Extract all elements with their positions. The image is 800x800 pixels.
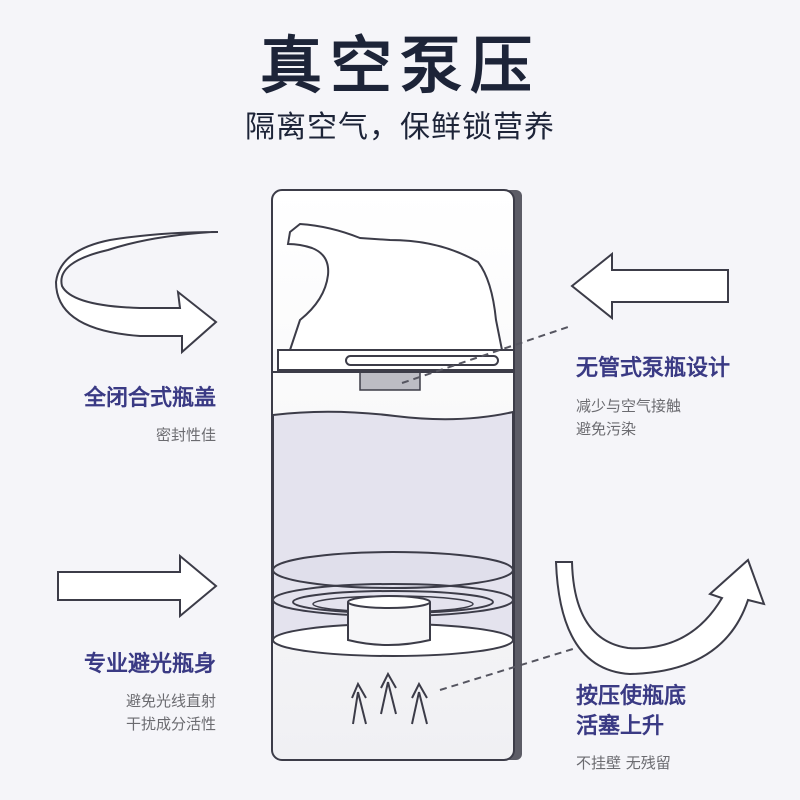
piston-top — [272, 551, 514, 589]
feature-desc-piston-rise: 不挂壁 无残留 — [576, 754, 671, 772]
feature-desc-closed-cap: 密封性佳 — [155, 426, 216, 444]
feature-desc-lightproof-body-1: 避免光线直射 — [125, 692, 216, 710]
pump-head-icon — [286, 222, 504, 351]
feature-desc-lightproof-body-2: 干扰成分活性 — [125, 715, 216, 733]
connector-top — [401, 326, 569, 384]
feature-title-closed-cap: 全闭合式瓶盖 — [83, 386, 216, 411]
arrow-right-icon — [57, 553, 218, 619]
valve-block — [359, 371, 421, 391]
page-title: 真空泵压 — [259, 29, 540, 102]
feature-desc-tubeless-pump-1: 减少与空气接触 — [576, 397, 682, 415]
feature-title-lightproof-body: 专业避光瓶身 — [83, 652, 216, 677]
feature-title-piston-rise-1: 按压使瓶底 — [576, 684, 687, 709]
feature-desc-tubeless-pump-2: 避免污染 — [576, 420, 637, 438]
feature-title-tubeless-pump: 无管式泵瓶设计 — [576, 356, 731, 381]
piston-plug — [347, 602, 431, 646]
arrow-left-icon — [570, 251, 729, 321]
curved-arrow-right-icon — [54, 231, 219, 355]
page-subtitle: 隔离空气，保鲜锁营养 — [245, 110, 555, 145]
push-up-arrows-icon — [351, 671, 428, 725]
u-turn-arrow-up-icon — [554, 558, 766, 676]
feature-title-piston-rise-2: 活塞上升 — [576, 714, 665, 739]
